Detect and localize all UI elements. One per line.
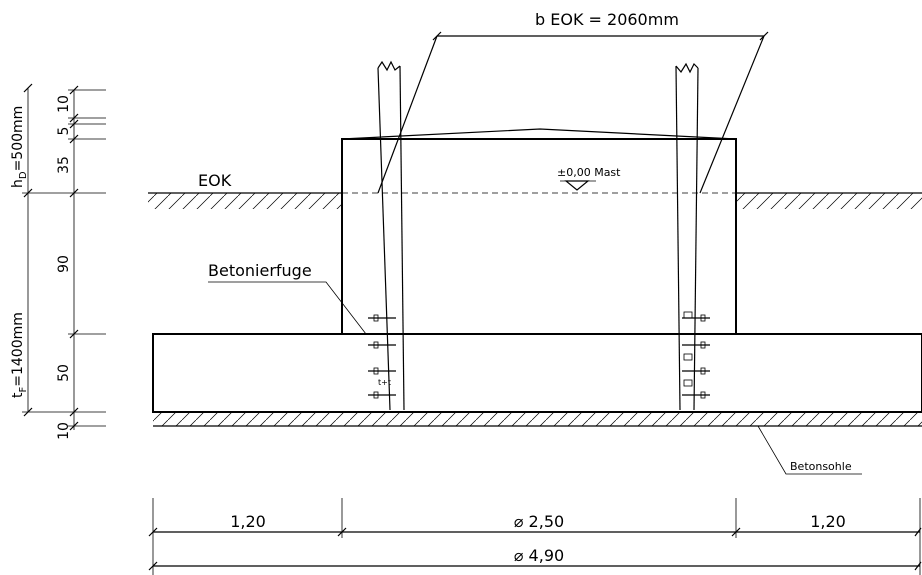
dim-50: 50 (56, 364, 72, 382)
dim-10-top: 10 (56, 95, 72, 113)
label-b-eok: b EOK = 2060mm (535, 10, 679, 29)
label-hd-value: =500mm (10, 106, 26, 172)
right-mast (675, 62, 710, 411)
horizontal-dimensions (148, 498, 922, 575)
label-tf-subscript: F (18, 387, 29, 393)
dim-right-1-20: 1,20 (810, 512, 846, 531)
left-mast-bolt-mark: t+t (378, 378, 391, 387)
pedestal-top-slope (341, 128, 737, 140)
label-hd-symbol: h (10, 179, 26, 188)
dim-35: 35 (56, 156, 72, 174)
ground-surface (148, 192, 922, 209)
dim-5: 5 (56, 127, 72, 136)
betonierfuge-leader (208, 281, 367, 335)
label-tf-symbol: t (10, 392, 26, 398)
label-tf-value: =1400mm (10, 312, 26, 387)
svg-text:hD=500mm: hD=500mm (10, 106, 29, 188)
label-tf: tF=1400mm (10, 312, 29, 398)
dim-total-4-90: ⌀ 4,90 (514, 546, 564, 565)
label-betonierfuge: Betonierfuge (208, 261, 312, 280)
blinding-layer (153, 412, 922, 427)
svg-text:tF=1400mm: tF=1400mm (10, 312, 29, 398)
label-hd: hD=500mm (10, 106, 29, 188)
pedestal (341, 138, 737, 334)
dim-90: 90 (56, 255, 72, 273)
label-level-mark: ±0,00 Mast (557, 166, 621, 179)
betonsohle-leader (757, 425, 862, 475)
dim-middle-2-50: ⌀ 2,50 (514, 512, 564, 531)
left-mast: t+t (368, 60, 405, 411)
vertical-dimension-chain: 10 5 35 90 50 10 hD=500mm tF=1400mm (10, 83, 106, 440)
label-eok: EOK (198, 171, 232, 190)
label-betonsohle: Betonsohle (790, 460, 852, 473)
base-slab (152, 333, 922, 413)
dim-left-1-20: 1,20 (230, 512, 266, 531)
label-hd-subscript: D (18, 171, 29, 179)
level-mark: ±0,00 Mast (557, 166, 621, 191)
dim-10-bottom: 10 (56, 422, 72, 440)
b-eok-dimension (377, 31, 769, 194)
